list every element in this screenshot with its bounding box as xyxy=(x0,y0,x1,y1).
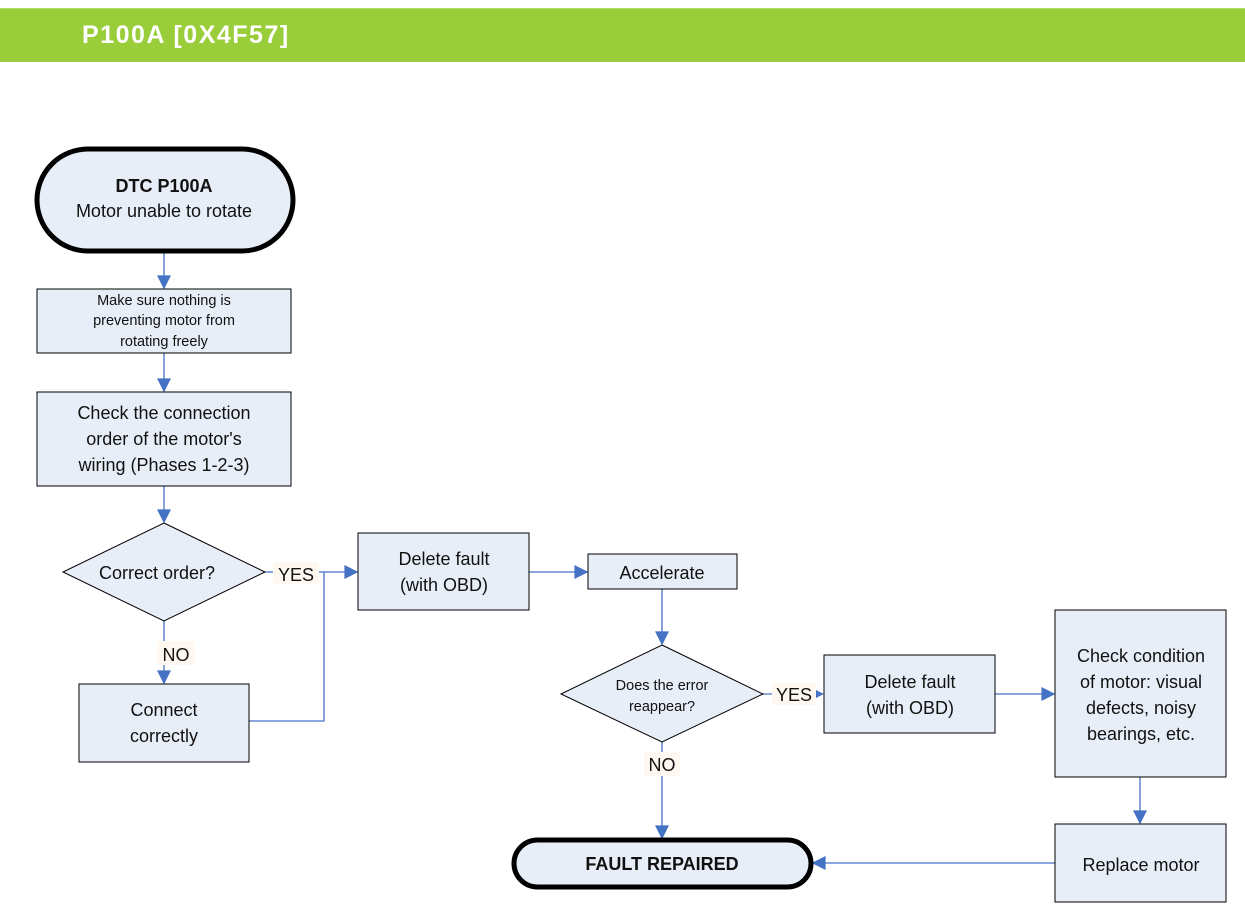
step-delete-fault-2: Delete fault (with OBD) xyxy=(823,654,996,734)
yes-label: YES xyxy=(278,565,314,585)
step-text-line: Accelerate xyxy=(619,563,704,583)
step-delete-fault-1: Delete fault (with OBD) xyxy=(357,532,530,611)
step-text-line: rotating freely xyxy=(120,334,209,350)
step-connect-correctly: Connect correctly xyxy=(78,683,250,763)
no-label: NO xyxy=(649,755,676,775)
no-label: NO xyxy=(163,645,190,665)
step-text-line: (with OBD) xyxy=(400,575,488,595)
step-accelerate: Accelerate xyxy=(587,553,738,590)
decision-text: reappear? xyxy=(629,699,695,715)
edge-label-error-reappear-no: NO xyxy=(644,752,680,776)
step-text-line: Make sure nothing is xyxy=(97,293,231,309)
decision-correct-order: Correct order? xyxy=(61,522,267,622)
step-text-line: order of the motor's xyxy=(86,429,242,449)
step-text-line: bearings, etc. xyxy=(1087,724,1195,744)
decision-error-reappear: Does the error reappear? xyxy=(559,644,765,743)
step-replace-motor: Replace motor xyxy=(1054,823,1227,903)
step-text-line: correctly xyxy=(130,726,198,746)
end-label: FAULT REPAIRED xyxy=(585,854,738,874)
decision-text: Does the error xyxy=(616,678,709,694)
start-terminator: DTC P100A Motor unable to rotate xyxy=(34,146,296,254)
edge-label-error-reappear-yes: YES xyxy=(772,683,816,705)
step-text-line: Delete fault xyxy=(864,672,955,692)
step-text-line: of motor: visual xyxy=(1080,672,1202,692)
edge-label-correct-order-yes: YES xyxy=(273,562,319,585)
edge-connect-correctly-to-delete-fault xyxy=(249,572,325,722)
header-banner: P100A [0X4F57] xyxy=(0,8,1245,62)
decision-text: Correct order? xyxy=(99,563,215,583)
page-title: P100A [0X4F57] xyxy=(82,21,290,49)
step-text-line: Check the connection xyxy=(77,403,250,423)
step-text-line: Connect xyxy=(130,700,197,720)
connectors xyxy=(157,253,1147,870)
yes-label: YES xyxy=(776,685,812,705)
step-text-line: Check condition xyxy=(1077,646,1205,666)
step-text-line: preventing motor from xyxy=(93,313,235,329)
start-subtitle: Motor unable to rotate xyxy=(76,201,252,221)
edge-label-correct-order-no: NO xyxy=(158,641,194,665)
step-text-line: (with OBD) xyxy=(866,698,954,718)
step-text-line: Replace motor xyxy=(1082,855,1199,875)
end-terminator: FAULT REPAIRED xyxy=(511,837,814,890)
step-text-line: wiring (Phases 1-2-3) xyxy=(77,455,249,475)
step-free-rotation: Make sure nothing is preventing motor fr… xyxy=(36,288,292,354)
step-check-condition: Check condition of motor: visual defects… xyxy=(1054,609,1227,778)
step-check-wiring: Check the connection order of the motor'… xyxy=(36,391,292,487)
step-text-line: Delete fault xyxy=(398,549,489,569)
step-text-line: defects, noisy xyxy=(1086,698,1196,718)
start-title: DTC P100A xyxy=(115,176,212,196)
